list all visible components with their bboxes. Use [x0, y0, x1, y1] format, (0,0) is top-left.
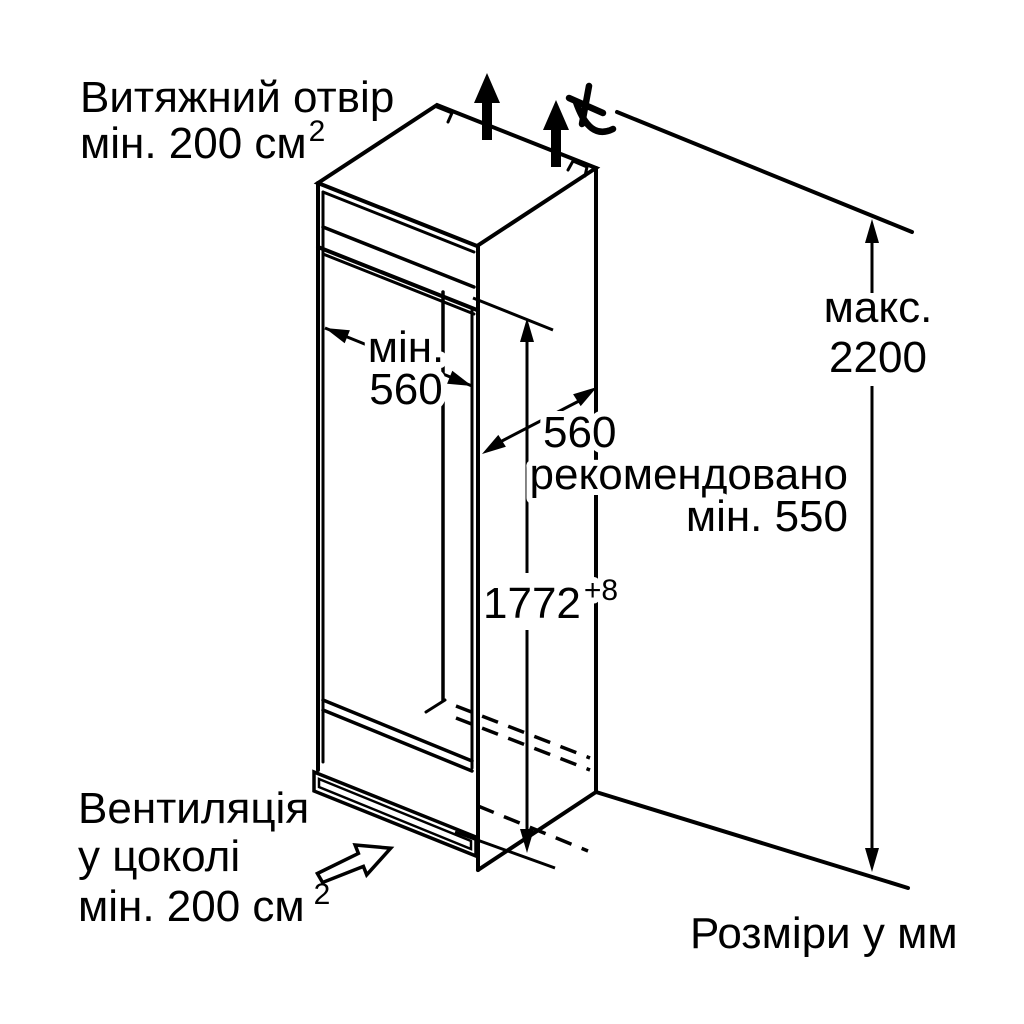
cabinet-drawing	[312, 102, 914, 890]
dimension-appliance-height	[454, 296, 556, 870]
exhaust-up-arrow-icon	[474, 73, 500, 140]
appliance-height-value: 1772+8	[483, 574, 618, 628]
top-vent-label-line1: Витяжний отвір	[80, 73, 394, 122]
max-height-value: 2200	[829, 333, 927, 382]
hidden-plinth-back-edge	[477, 804, 589, 853]
ceiling-line	[615, 110, 914, 234]
top-panel-inner-line	[321, 190, 476, 254]
text-labels: Витяжний отвір мін. 200 см2 макс. 2200 м…	[78, 73, 958, 958]
floor-inner-line	[321, 708, 474, 773]
airflow-symbols	[314, 73, 617, 885]
crossbar-bottom-line	[316, 245, 479, 312]
units-note: Розміри у мм	[690, 909, 958, 958]
base-vent-label-line1: Вентиляція	[78, 784, 309, 833]
dimension-niche-width	[324, 326, 473, 388]
niche-depth-min: мін. 550	[686, 492, 848, 541]
dimension-max-height	[865, 219, 879, 872]
niche-depth-recommended: рекомендовано	[530, 450, 848, 499]
exhaust-up-arrow-2-icon	[543, 100, 569, 167]
floor-front-line	[321, 698, 474, 763]
max-height-label: макс.	[824, 283, 933, 332]
niche-depth-value: 560	[543, 408, 616, 457]
interior-floor-corner	[424, 698, 447, 714]
crossbar-inner-line	[321, 252, 476, 316]
plinth-band-inner	[317, 777, 473, 851]
top-back-right-notch	[566, 159, 589, 178]
air-deflection-icon	[565, 82, 617, 136]
niche-width-value: 560	[369, 365, 442, 414]
top-vent-label-line2: мін. 200 см2	[80, 115, 325, 168]
niche-width-label: мін.	[368, 323, 445, 372]
floor-line	[594, 790, 910, 890]
top-back-left-notch	[435, 105, 455, 124]
base-vent-superscript: 2	[314, 878, 331, 911]
dimension-niche-depth	[482, 387, 597, 454]
plinth-band	[312, 769, 478, 859]
hidden-floor-back-edge-2	[455, 716, 591, 772]
hidden-floor-back-edge	[455, 704, 591, 760]
vent-slot-line	[321, 225, 476, 289]
appliance-height-tolerance: +8	[584, 574, 618, 607]
base-vent-label-line2: у цоколі	[78, 832, 240, 881]
plinth-vent-arrow-icon	[314, 843, 395, 885]
top-vent-superscript: 2	[309, 115, 326, 148]
